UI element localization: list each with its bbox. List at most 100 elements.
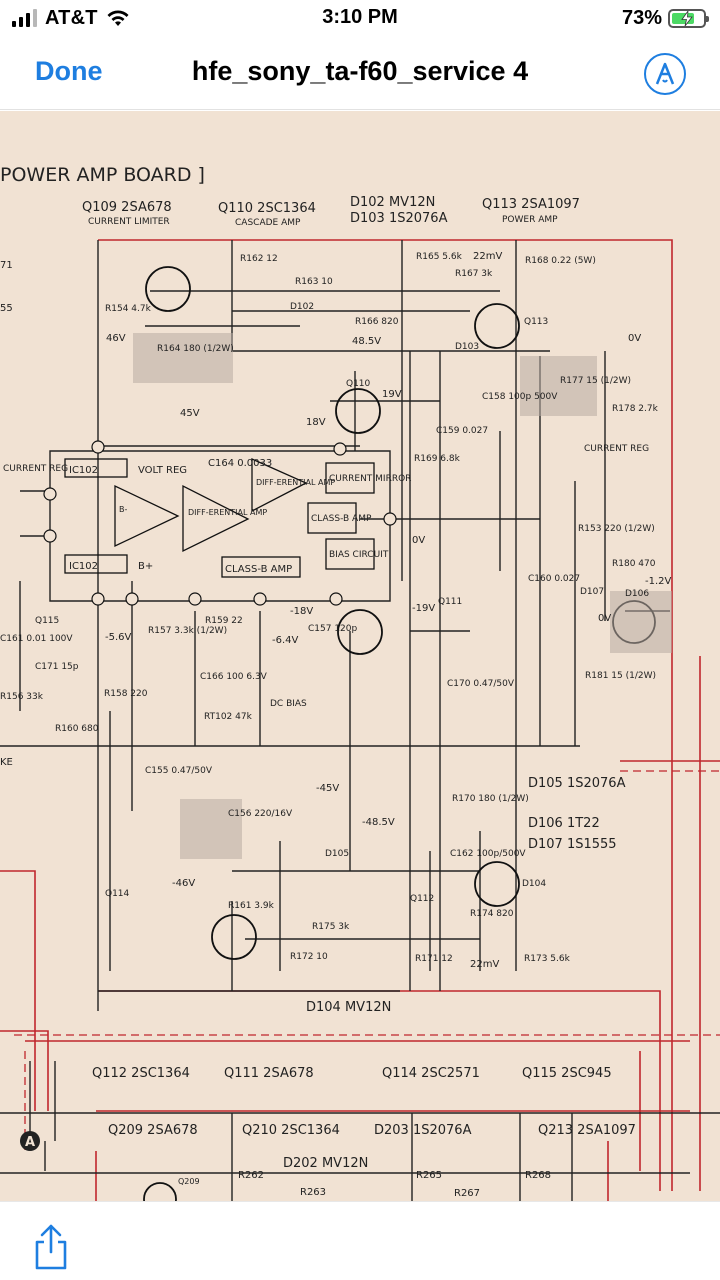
label-c161: C170 0.47/50V [447, 679, 515, 689]
label-c160: Q111 [438, 597, 462, 607]
label-c157: R159 22 [205, 616, 243, 626]
lower-sub-r263: R263 [300, 1187, 326, 1198]
volt-reg-bottom: IC102 [69, 561, 98, 572]
label-d106: D107 [580, 587, 604, 597]
voltage-minus-1-2v: -1.2V [645, 576, 672, 587]
lower-sub-r268: R268 [525, 1170, 551, 1181]
b-minus: B+ [138, 561, 153, 572]
markup-button[interactable] [644, 53, 686, 95]
label-c158: C158 100p 500V [482, 392, 558, 402]
label-q112: R161 3.9k [228, 901, 275, 911]
black-traces [0, 240, 720, 1201]
header-sub-q113: POWER AMP [502, 215, 558, 225]
red-dashed-traces [14, 770, 720, 1151]
label-r157: C171 15p [35, 662, 79, 672]
header-label-d102: D102 MV12N [350, 195, 435, 210]
voltage-48-5v: 48.5V [352, 336, 381, 347]
bottom-transistor-labels: Q112 2SC1364 Q111 2SA678 Q114 2SC2571 Q1… [92, 1066, 612, 1081]
diode-list: D105 1S2076A D106 1T22 D107 1S1555 [528, 776, 626, 852]
d104-caption: D104 MV12N [306, 1000, 391, 1015]
battery-percent: 73% [621, 6, 662, 29]
label-dc-bias: RT102 47k [204, 712, 253, 722]
label-r176: R173 5.6k [524, 954, 571, 964]
lower-sub-q209: Q209 [178, 1177, 200, 1186]
lower-label-q213: Q213 2SA1097 [538, 1123, 636, 1138]
ic102-blocks [64, 457, 375, 578]
share-button[interactable] [32, 1224, 70, 1270]
label-q114: D104 [522, 879, 546, 889]
schematic-page: POWER AMP BOARD ] Q109 2SA678 CURRENT LI… [0, 164, 720, 1201]
label-c162: R170 180 (1/2W) [452, 794, 529, 804]
label-r161: Q114 [105, 889, 130, 899]
header-labels: Q109 2SA678 CURRENT LIMITER Q110 2SC1364… [82, 195, 580, 228]
label-q111: C157 120p [308, 624, 358, 634]
current-mirror: DIFF-ERENTIAL AMP [256, 478, 335, 487]
red-traces [0, 239, 720, 1201]
lower-channel-labels: Q209 2SA678 Q210 2SC1364 D203 1S2076A Q2… [108, 1123, 636, 1138]
label-r168: R168 0.22 (5W) [525, 256, 596, 266]
label-r166: R166 820 [355, 317, 399, 327]
header-sub-q110: CASCADE AMP [235, 218, 301, 228]
left-edge-55: 55 [0, 303, 13, 314]
label-d105: C162 100p/500V [450, 849, 526, 859]
voltage-45v: 45V [180, 408, 200, 419]
label-r162: R162 12 [240, 254, 278, 264]
lower-channel-sub: D202 MV12N Q209 R262 R263 R265 R267 R268 [178, 1156, 551, 1199]
diode-label-d105: D105 1S2076A [528, 776, 626, 791]
volt-reg-top: IC102 [69, 465, 98, 476]
document-title: hfe_sony_ta-f60_service 4 [191, 56, 529, 86]
done-button[interactable]: Done [35, 56, 103, 86]
label-r170: C156 220/16V [228, 809, 293, 819]
header-label-q110: Q110 2SC1364 [218, 201, 316, 216]
bottom-toolbar [0, 1201, 720, 1280]
label-c159: C159 0.027 [436, 426, 488, 436]
voltage-19v: 19V [382, 389, 402, 400]
label-r175: R174 820 [470, 909, 514, 919]
voltage-minus-19v: -19V [412, 603, 435, 614]
class-b-amp-1: CURRENT MIRROR [329, 474, 411, 484]
lower-sub-r262: R262 [238, 1170, 264, 1181]
status-bar: AT&T 3:10 PM 73% [0, 0, 720, 36]
diode-label-d107: D107 1S1555 [528, 837, 617, 852]
label-d107: R180 470 [612, 559, 656, 569]
label-rt102: C166 100 6.3V [200, 672, 268, 682]
label-c166: R181 15 (1/2W) [585, 671, 656, 681]
left-edge-71: 71 [0, 260, 13, 271]
label-r177: R177 15 (1/2W) [560, 376, 631, 386]
transistor-q209 [143, 1182, 177, 1201]
label-q115: D106 [625, 589, 649, 599]
lower-sub-r267: R267 [454, 1188, 480, 1199]
bottom-label-q112: Q112 2SC1364 [92, 1066, 190, 1081]
navigation-bar: Done hfe_sony_ta-f60_service 4 [0, 36, 720, 110]
label-r173: R171 12 [415, 954, 453, 964]
label-c156: C155 0.47/50V [145, 766, 213, 776]
label-r153: CURRENT REG [3, 464, 68, 474]
bottom-label-q111: Q111 2SA678 [224, 1066, 314, 1081]
label-r178: R178 2.7k [612, 404, 659, 414]
current-reg: CLASS-B AMP [225, 564, 292, 575]
b-plus: VOLT REG [138, 465, 187, 476]
voltage-minus-48-5v: -48.5V [362, 817, 395, 828]
label-r160: R158 220 [104, 689, 148, 699]
bottom-label-q114: Q114 2SC2571 [382, 1066, 480, 1081]
label-r154: R154 4.7k [105, 304, 152, 314]
label-r164: R164 180 (1/2W) [157, 344, 234, 354]
diff-amp-1: B- [119, 505, 127, 514]
wifi-icon [107, 10, 129, 26]
label-r156: C161 0.01 100V [0, 634, 73, 644]
voltage-46v: 46V [106, 333, 126, 344]
markup-pen-icon [655, 62, 675, 85]
label-q113: Q113 [524, 317, 548, 327]
node-a-letter: A [25, 1135, 35, 1150]
node-a-marker [20, 1131, 40, 1151]
voltage-0v-mid: 0V [412, 535, 425, 546]
lower-sub-r265: R265 [416, 1170, 442, 1181]
label-d102: D102 [290, 302, 314, 312]
board-title: POWER AMP BOARD ] [0, 164, 205, 186]
left-edge-ke: KE [0, 757, 13, 768]
document-viewer[interactable]: POWER AMP BOARD ] Q109 2SA678 CURRENT LI… [0, 111, 720, 1201]
voltage-minus-5-6v: -5.6V [105, 632, 132, 643]
cellular-signal-icon [12, 9, 37, 27]
header-label-q109: Q109 2SA678 [82, 200, 172, 215]
label-r169: R169 6.8k [414, 454, 461, 464]
